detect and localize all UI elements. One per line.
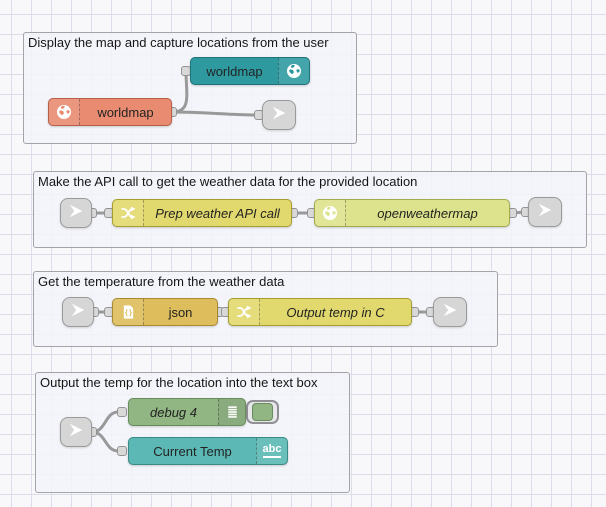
- node-debug[interactable]: debug 4: [128, 398, 246, 426]
- input-port[interactable]: [117, 407, 127, 417]
- node-openweathermap[interactable]: openweathermap: [314, 199, 510, 227]
- node-worldmap-in[interactable]: worldmap: [48, 98, 172, 126]
- link-arrow-icon: [536, 201, 554, 224]
- wire[interactable]: [170, 69, 189, 114]
- node-link-out[interactable]: [262, 100, 296, 130]
- node-label: Output temp in C: [286, 304, 385, 320]
- debug-list-icon: [218, 399, 245, 425]
- debug-toggle-state: [252, 403, 273, 421]
- globe-icon: [315, 200, 346, 226]
- link-arrow-icon: [67, 202, 85, 225]
- node-label: Prep weather API call: [155, 205, 280, 221]
- link-arrow-icon: [67, 421, 85, 444]
- node-worldmap-out[interactable]: worldmap: [190, 57, 310, 85]
- node-link-in[interactable]: [60, 198, 92, 228]
- abc-text-icon: abc: [256, 438, 287, 464]
- node-json[interactable]: {} json: [112, 298, 218, 326]
- shuffle-icon: [229, 299, 260, 325]
- node-link-in[interactable]: [60, 417, 92, 447]
- node-label: openweathermap: [377, 205, 478, 221]
- node-link-in[interactable]: [62, 297, 94, 327]
- group-title: Output the temp for the location into th…: [40, 375, 318, 390]
- node-label: worldmap: [97, 104, 154, 120]
- link-arrow-icon: [441, 301, 459, 324]
- wire[interactable]: [170, 110, 259, 117]
- node-change-output-temp[interactable]: Output temp in C: [228, 298, 412, 326]
- node-link-out[interactable]: [433, 297, 467, 327]
- input-port[interactable]: [117, 446, 127, 456]
- node-change-prep-weather[interactable]: Prep weather API call: [112, 199, 292, 227]
- shuffle-icon: [113, 200, 144, 226]
- node-label: debug 4: [150, 404, 197, 420]
- globe-icon: [278, 58, 309, 84]
- group-title: Get the temperature from the weather dat…: [38, 274, 285, 289]
- node-link-out[interactable]: [528, 197, 562, 227]
- node-label: worldmap: [206, 63, 263, 79]
- json-file-icon: {}: [113, 299, 144, 325]
- node-label: json: [168, 304, 193, 320]
- svg-text:{}: {}: [124, 308, 132, 317]
- group-output-temp[interactable]: Output the temp for the location into th…: [35, 372, 350, 493]
- debug-toggle-button[interactable]: [246, 400, 279, 424]
- globe-icon: [49, 99, 80, 125]
- node-label: Current Temp: [153, 443, 232, 459]
- group-title: Display the map and capture locations fr…: [28, 35, 329, 50]
- link-arrow-icon: [69, 301, 87, 324]
- node-ui-text-current-temp[interactable]: Current Temp abc: [128, 437, 288, 465]
- group-title: Make the API call to get the weather dat…: [38, 174, 418, 189]
- link-arrow-icon: [270, 104, 288, 127]
